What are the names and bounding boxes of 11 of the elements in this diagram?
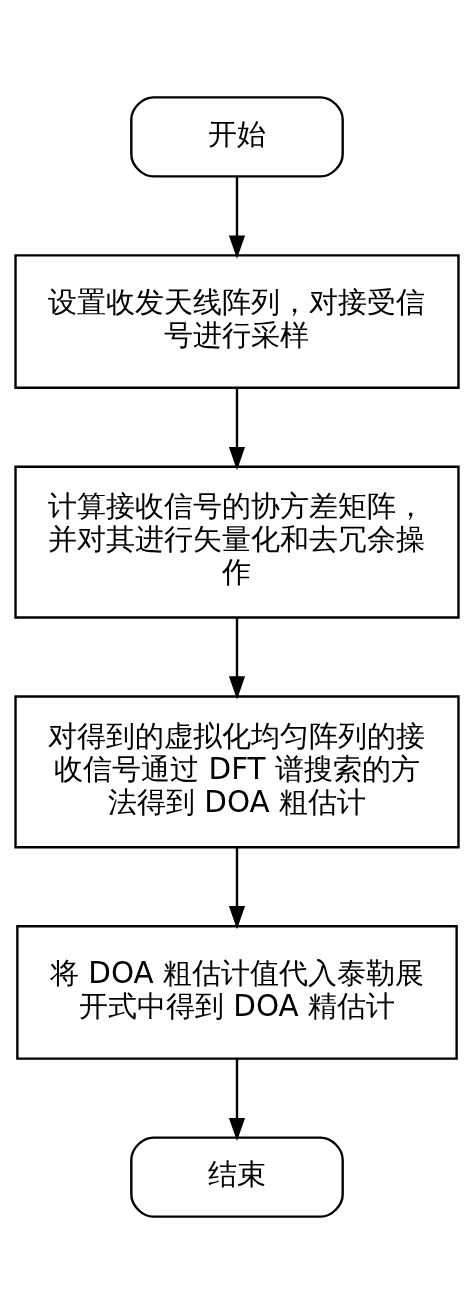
- arrow: [228, 617, 246, 699]
- node-box: 开始: [130, 95, 344, 178]
- arrow: [228, 847, 246, 929]
- node-box: 将 DOA 粗估计值代入泰勒展开式中得到 DOA 精估计: [16, 924, 458, 1060]
- node-box: 设置收发天线阵列，对接受信号进行采样: [14, 253, 460, 389]
- node-box: 对得到的虚拟化均匀阵列的接收信号通过 DFT 谱搜索的方法得到 DOA 粗估计: [14, 694, 460, 848]
- node-box: 计算接收信号的协方差矩阵，并对其进行矢量化和去冗余操作: [14, 465, 460, 619]
- arrow: [228, 1058, 246, 1141]
- node-box: 结束: [130, 1135, 344, 1218]
- arrow: [228, 176, 246, 259]
- arrow: [228, 387, 246, 470]
